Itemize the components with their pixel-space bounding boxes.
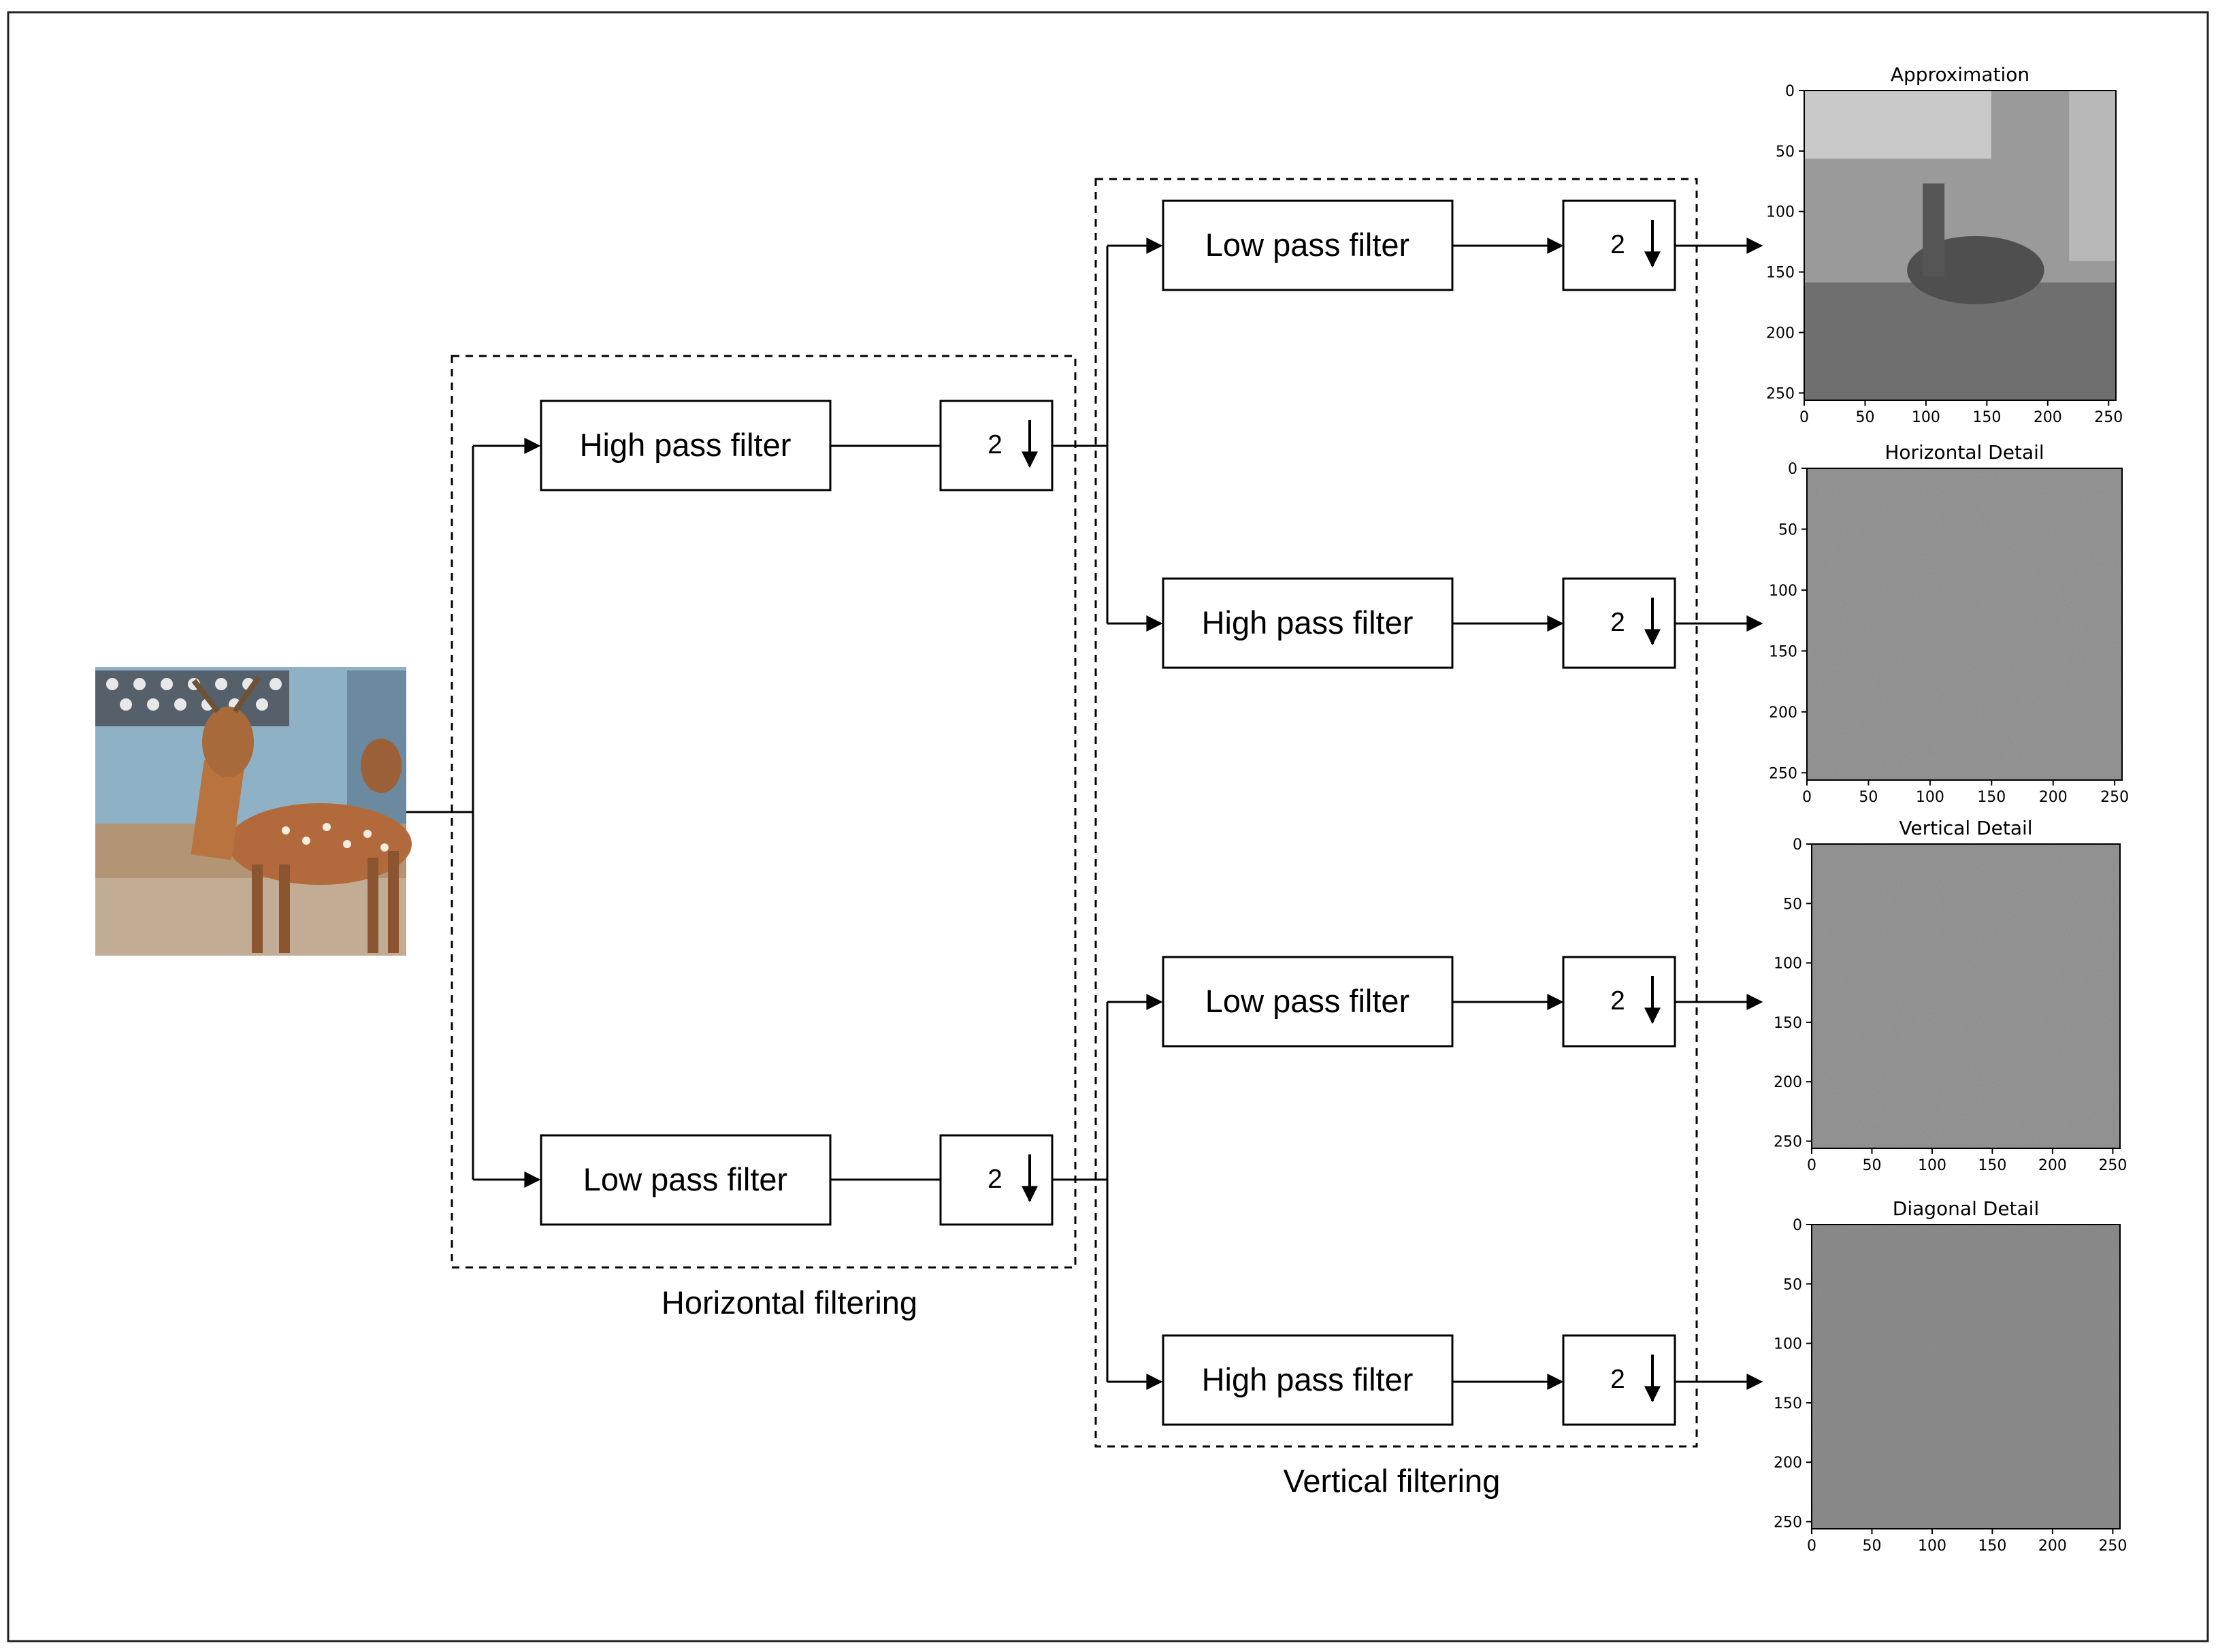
vertical-low-pass-filter-1: Low pass filter (1162, 199, 1454, 291)
downsample-factor: 2 (988, 430, 1002, 459)
y-tick-label: 150 (1774, 1015, 1802, 1032)
x-tick-label: 200 (2039, 789, 2068, 806)
output-plot-3: Vertical Detail 0 50 100 150 200 250 0 50 100 150 2… (1774, 817, 2127, 1174)
y-tick-label: 250 (1774, 1515, 1802, 1532)
y-tick-label: 250 (1769, 765, 1797, 782)
horizontal-high-downsampler: 2 (939, 400, 1054, 491)
y-tick-label: 150 (1766, 265, 1795, 282)
horizontal-filtering-group (451, 355, 1077, 1269)
x-tick-label: 200 (2038, 1538, 2067, 1555)
y-tick-label: 100 (1766, 204, 1795, 221)
vertical-split-line-top (1052, 246, 1109, 623)
x-tick-label: 250 (2098, 1157, 2127, 1174)
horizontal-filtering-label: Horizontal filtering (662, 1284, 917, 1321)
horizontal-high-pass-label: High pass filter (580, 427, 792, 463)
y-tick-label: 250 (1766, 385, 1795, 402)
vertical-high-pass-label: High pass filter (1202, 1361, 1414, 1397)
vertical-split-line-bottom (1052, 1002, 1109, 1382)
y-tick-label: 250 (1774, 1134, 1802, 1151)
y-tick-label: 200 (1766, 325, 1795, 342)
vertical-downsampler-3: 2 (1562, 956, 1676, 1048)
x-tick-label: 50 (1859, 789, 1878, 806)
y-tick-label: 200 (1769, 704, 1797, 722)
y-tick-label: 200 (1774, 1455, 1802, 1472)
x-tick-label: 200 (2034, 409, 2062, 426)
vertical-low-pass-label: Low pass filter (1205, 983, 1409, 1019)
y-tick-label: 100 (1769, 583, 1797, 600)
downsample-factor: 2 (1610, 1365, 1625, 1394)
vertical-downsampler-1: 2 (1562, 199, 1676, 291)
y-tick-label: 150 (1774, 1395, 1802, 1412)
plot-title: Approximation (1891, 63, 2029, 86)
vertical-high-pass-filter-2: High pass filter (1162, 1334, 1454, 1426)
x-tick-label: 100 (1918, 1538, 1946, 1555)
x-tick-label: 250 (2094, 409, 2123, 426)
x-tick-label: 0 (1799, 409, 1809, 426)
y-tick-label: 50 (1783, 1276, 1802, 1293)
downsample-factor: 2 (1610, 230, 1625, 259)
vertical-high-pass-filter-1: High pass filter (1162, 577, 1454, 669)
x-tick-label: 0 (1802, 789, 1812, 806)
vertical-downsampler-4: 2 (1562, 1334, 1676, 1426)
horizontal-low-pass-filter: Low pass filter (540, 1134, 832, 1226)
y-tick-label: 0 (1793, 837, 1802, 854)
downsample-factor: 2 (1610, 986, 1625, 1016)
x-tick-label: 250 (2098, 1538, 2127, 1555)
vertical-low-pass-label: Low pass filter (1205, 227, 1409, 263)
y-tick-label: 100 (1774, 956, 1802, 973)
x-tick-label: 150 (1977, 789, 2006, 806)
y-tick-label: 50 (1776, 144, 1795, 161)
output-plot-4: Diagonal Detail 0 50 100 150 200 250 0 50 100 150 2… (1774, 1197, 2127, 1555)
x-tick-label: 50 (1862, 1538, 1881, 1555)
outer-frame (7, 11, 2209, 1642)
x-tick-label: 50 (1855, 409, 1874, 426)
x-tick-label: 0 (1807, 1157, 1816, 1174)
vertical-low-pass-filter-2: Low pass filter (1162, 956, 1454, 1048)
x-tick-label: 150 (1972, 409, 2001, 426)
x-tick-label: 50 (1862, 1157, 1881, 1174)
x-tick-label: 250 (2100, 789, 2129, 806)
y-tick-label: 50 (1783, 896, 1802, 913)
output-plot-2: Horizontal Detail 0 50 100 150 200 250 0 50 100 15… (1769, 441, 2129, 806)
horizontal-high-pass-filter: High pass filter (540, 400, 832, 491)
y-tick-label: 50 (1778, 521, 1797, 538)
y-tick-label: 150 (1769, 643, 1797, 660)
downsample-factor: 2 (1610, 608, 1625, 637)
y-tick-label: 0 (1788, 461, 1797, 478)
vertical-filtering-label: Vertical filtering (1284, 1463, 1501, 1499)
x-tick-label: 150 (1978, 1157, 2006, 1174)
x-tick-label: 100 (1916, 789, 1944, 806)
plot-title: Diagonal Detail (1893, 1197, 2039, 1220)
plot-title: Vertical Detail (1899, 817, 2032, 839)
vertical-high-pass-label: High pass filter (1202, 604, 1414, 641)
y-tick-label: 100 (1774, 1336, 1802, 1353)
x-tick-label: 200 (2038, 1157, 2067, 1174)
downsample-factor: 2 (988, 1165, 1002, 1194)
input-image (95, 667, 412, 956)
x-tick-label: 100 (1918, 1157, 1946, 1174)
x-tick-label: 100 (1912, 409, 1940, 426)
x-tick-label: 0 (1807, 1538, 1816, 1555)
vertical-filtering-group (1094, 178, 1698, 1448)
vertical-downsampler-2: 2 (1562, 577, 1676, 669)
y-tick-label: 0 (1785, 83, 1795, 100)
x-tick-label: 150 (1978, 1538, 2006, 1555)
horizontal-low-downsampler: 2 (939, 1134, 1054, 1226)
plot-title: Horizontal Detail (1885, 441, 2044, 464)
y-tick-label: 0 (1793, 1217, 1802, 1234)
y-tick-label: 200 (1774, 1074, 1802, 1091)
horizontal-low-pass-label: Low pass filter (583, 1161, 787, 1197)
